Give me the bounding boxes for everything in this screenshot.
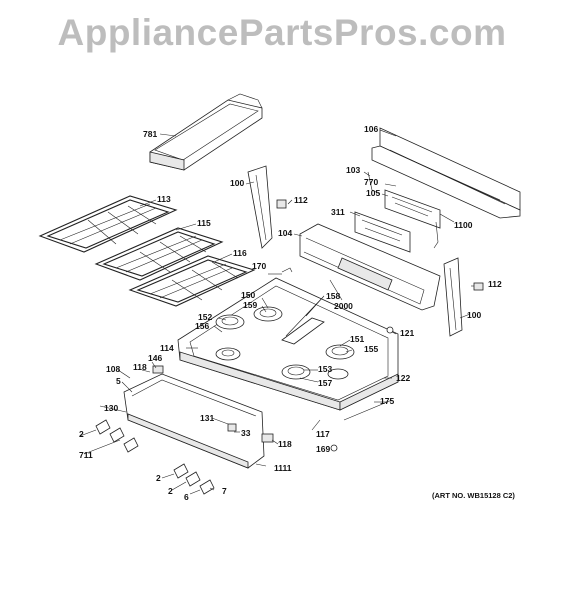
callout-1100: 1100 xyxy=(454,220,473,230)
callout-711: 711 xyxy=(79,450,93,460)
burner-157[interactable] xyxy=(327,368,349,380)
knob-left-2[interactable] xyxy=(109,427,125,443)
leader-lines xyxy=(79,129,474,495)
grate-115-part[interactable] xyxy=(94,227,224,281)
callout-157: 157 xyxy=(318,378,332,388)
control-panel-130-part[interactable] xyxy=(123,373,265,469)
callout-770: 770 xyxy=(364,177,378,187)
callout-5: 5 xyxy=(116,376,121,386)
burner-150[interactable] xyxy=(253,306,283,322)
backguard-panel-part[interactable] xyxy=(371,127,521,219)
callout-6: 6 xyxy=(184,492,189,502)
screw-112-right xyxy=(473,282,484,291)
callout-159: 159 xyxy=(243,300,257,310)
callout-156: 156 xyxy=(195,321,209,331)
callout-108: 108 xyxy=(106,364,120,374)
screw-112-left xyxy=(276,199,287,209)
burner-156[interactable] xyxy=(215,347,241,361)
callout-155: 155 xyxy=(364,344,378,354)
callout-781: 781 xyxy=(143,129,157,139)
callout-131: 131 xyxy=(200,413,214,423)
callout-114: 114 xyxy=(160,343,174,353)
callout-170: 170 xyxy=(252,261,266,271)
screw-121 xyxy=(386,326,394,334)
harness-103 xyxy=(367,171,439,249)
callout-100-left: 100 xyxy=(230,178,244,188)
callout-118-left: 118 xyxy=(133,362,147,372)
callout-104: 104 xyxy=(278,228,292,238)
keypad-overlay-part[interactable] xyxy=(354,211,411,253)
callout-152: 152 xyxy=(198,312,212,322)
manifold-175 xyxy=(343,399,393,421)
callout-130: 130 xyxy=(104,403,118,413)
callout-2-bottom-b: 2 xyxy=(168,486,173,496)
callout-153: 153 xyxy=(318,364,332,374)
callout-106: 106 xyxy=(364,124,378,134)
callout-113: 113 xyxy=(157,194,171,204)
grate-116-part[interactable] xyxy=(128,255,256,307)
callout-115: 115 xyxy=(197,218,211,228)
callout-116: 116 xyxy=(233,248,247,258)
burner-152[interactable] xyxy=(215,314,245,330)
callout-2-bottom-a: 2 xyxy=(156,473,161,483)
knob-bottom-1[interactable] xyxy=(173,463,189,479)
burner-153[interactable] xyxy=(281,364,311,380)
art-number-label: (ART NO. WB15128 C2) xyxy=(432,491,515,500)
side-trim-left-part[interactable] xyxy=(247,165,273,249)
knob-left-3[interactable] xyxy=(123,437,139,453)
callout-33: 33 xyxy=(241,428,251,438)
callout-118-right: 118 xyxy=(278,439,292,449)
callout-146: 146 xyxy=(148,353,162,363)
knob-bottom-2[interactable] xyxy=(185,471,201,487)
spring-131 xyxy=(227,423,237,432)
griddle-part[interactable] xyxy=(149,93,263,171)
callout-112-right: 112 xyxy=(488,279,502,289)
callout-103: 103 xyxy=(346,165,360,175)
callout-2000: 2000 xyxy=(334,301,353,311)
backguard-104-part[interactable] xyxy=(299,223,441,311)
watermark-logo: AppliancePartsPros.com xyxy=(57,12,507,53)
callout-122: 122 xyxy=(396,373,410,383)
knob-left-1[interactable] xyxy=(95,419,111,435)
callout-175: 175 xyxy=(380,396,394,406)
side-trim-right-part[interactable] xyxy=(443,257,463,337)
burner-155[interactable] xyxy=(325,344,355,360)
burner-cap-170 xyxy=(281,267,293,273)
callout-112-left: 112 xyxy=(294,195,308,205)
knob-bottom-3[interactable] xyxy=(199,479,215,495)
callout-169: 169 xyxy=(316,444,330,454)
callout-121: 121 xyxy=(400,328,414,338)
grate-113-part[interactable] xyxy=(38,195,178,253)
callout-151: 151 xyxy=(350,334,364,344)
screw-1111 xyxy=(255,463,267,467)
callout-7: 7 xyxy=(222,486,227,496)
valve-146 xyxy=(152,365,164,374)
callout-100-right: 100 xyxy=(467,310,481,320)
callout-158: 158 xyxy=(326,291,340,301)
screw-169 xyxy=(330,444,338,452)
oval-burner-158[interactable] xyxy=(281,317,325,345)
callout-1111: 1111 xyxy=(274,463,292,473)
callout-117: 117 xyxy=(316,429,330,439)
igniter-switch-118 xyxy=(261,433,274,443)
callout-311: 311 xyxy=(331,207,345,217)
callout-150: 150 xyxy=(241,290,255,300)
callout-2-left: 2 xyxy=(79,429,84,439)
control-board-part[interactable] xyxy=(384,189,441,229)
callout-105: 105 xyxy=(366,188,380,198)
